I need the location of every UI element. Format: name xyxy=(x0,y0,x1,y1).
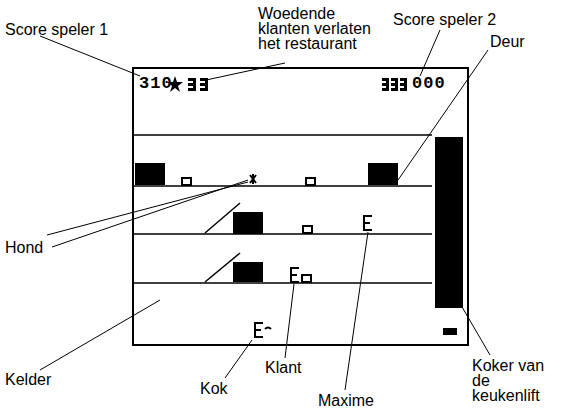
screen-border xyxy=(133,68,468,345)
callout-label: Kelder xyxy=(5,372,75,387)
figures xyxy=(250,174,372,337)
tables xyxy=(182,178,315,282)
callout-label: Score speler 1 xyxy=(5,22,145,37)
callout-label: Score speler 2 xyxy=(393,12,543,27)
callout-label: Koker van de keukenlift xyxy=(472,358,552,403)
callout-label: Klant xyxy=(265,360,325,375)
status-icons xyxy=(167,76,407,92)
leader-lines xyxy=(40,30,490,390)
callout-label: Deur xyxy=(490,34,550,49)
floor-lines xyxy=(134,135,432,283)
elevator-cab xyxy=(443,328,457,335)
callout-label: Hond xyxy=(5,240,65,255)
elevator-shaft xyxy=(435,137,463,308)
score-digits: 310 xyxy=(139,75,184,92)
doors xyxy=(135,163,398,282)
callout-label: Maxime xyxy=(318,393,398,408)
callout-label: Woedende klanten verlaten het restaurant xyxy=(258,6,382,51)
score-digits: 000 xyxy=(412,75,462,92)
callout-label: Kok xyxy=(200,381,250,396)
